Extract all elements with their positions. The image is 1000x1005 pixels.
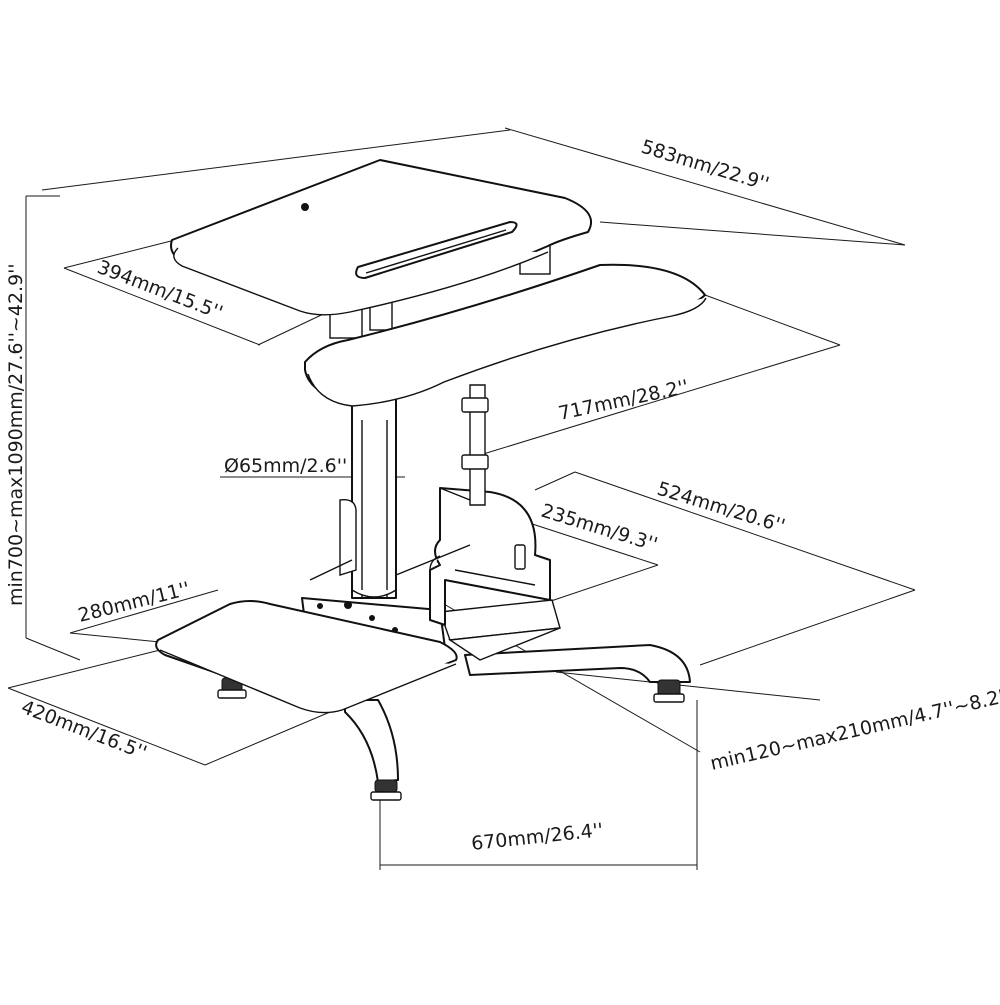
mouse-tray (155, 600, 458, 714)
mouse-depth-label: 420mm/16.5'' (18, 696, 150, 764)
keyboard-tray (304, 263, 707, 407)
column (309, 397, 471, 599)
dimension-lines (7, 127, 916, 870)
mouse-width-label: 280mm/11'' (76, 578, 192, 627)
height-range-label: min700~max1090mm/27.6''~42.9'' (5, 263, 27, 606)
cpu-holder (429, 384, 551, 626)
holder-width-label: 235mm/9.3'' (539, 500, 661, 556)
holder-range-label: min120~max210mm/4.7''~8.2'' (708, 685, 1000, 775)
keyboard-width-label: 717mm/28.2'' (556, 376, 690, 425)
holder-depth-label: 524mm/20.6'' (655, 478, 788, 538)
base-width-label: 670mm/26.4'' (470, 819, 604, 855)
top-tray (170, 159, 593, 339)
column-diameter-label: Ø65mm/2.6'' (224, 455, 347, 477)
